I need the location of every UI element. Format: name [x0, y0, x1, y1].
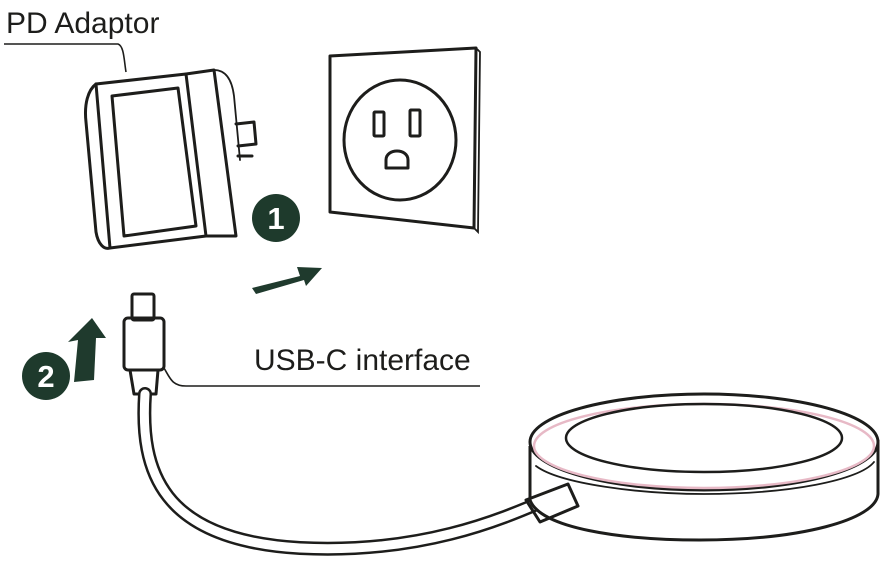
step-2-badge: 2 [22, 352, 70, 400]
arrow-up-icon [68, 318, 106, 382]
step-2-number: 2 [37, 359, 54, 394]
pd-adaptor-leader-line [4, 43, 127, 73]
power-adaptor-icon [84, 68, 258, 250]
usb-c-plug-icon [122, 292, 166, 396]
step-1-number: 1 [267, 201, 284, 236]
arrow-right-icon [252, 267, 322, 294]
wall-outlet-icon [328, 46, 481, 235]
pd-adaptor-label: PD Adaptor [6, 7, 159, 40]
step-1-badge: 1 [252, 194, 300, 242]
usb-c-interface-label: USB-C interface [254, 344, 471, 377]
wireless-charging-pad-icon [524, 392, 880, 542]
usb-c-leader-line [163, 367, 480, 387]
